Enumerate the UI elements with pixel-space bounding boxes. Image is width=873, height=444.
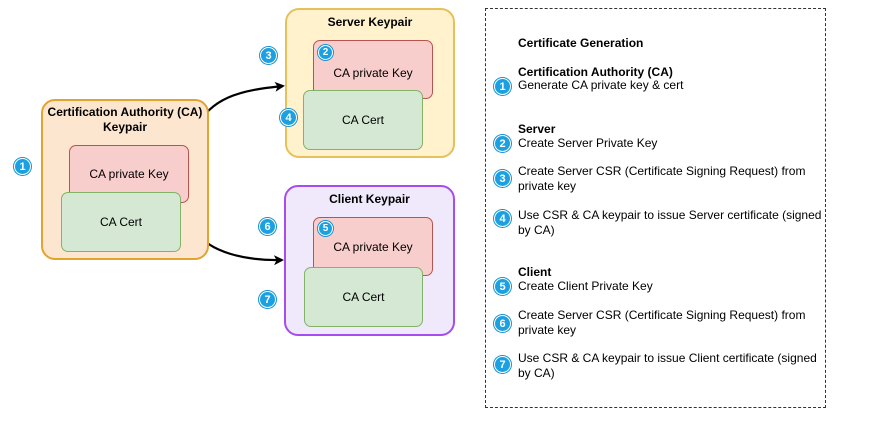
legend-step-5-text: Create Client Private Key: [518, 279, 653, 293]
ca-keypair-title: Certification Authority (CA) Keypair: [41, 105, 209, 135]
legend-step-7-text: Use CSR & CA keypair to issue Client cer…: [518, 351, 823, 381]
legend-step-3-line1: Create Server CSR (Certificate Signing R…: [518, 164, 806, 178]
client-cert-box: CA Cert: [304, 267, 423, 327]
ca-cert-box: CA Cert: [61, 192, 181, 252]
legend-step-3-badge: 3: [494, 170, 511, 187]
legend-step-6-line1: Create Server CSR (Certificate Signing R…: [518, 308, 806, 322]
legend-step-4-badge: 4: [494, 210, 511, 227]
step-5-badge: 5: [318, 221, 333, 236]
client-private-key-label: CA private Key: [333, 239, 413, 254]
legend-step-6-badge: 6: [494, 315, 511, 332]
client-private-key-box: CA private Key: [313, 217, 433, 276]
legend-heading-ca: Certification Authority (CA): [518, 65, 673, 79]
legend-step-7-badge: 7: [494, 356, 511, 373]
ca-keypair-title-line2: Keypair: [102, 120, 148, 134]
server-cert-box: CA Cert: [303, 90, 423, 150]
legend-step-3-text: Create Server CSR (Certificate Signing R…: [518, 164, 818, 194]
step-1-badge: 1: [14, 158, 31, 175]
legend-step-7-line2: by CA): [518, 366, 555, 380]
legend-step-6-line2: private key: [518, 323, 577, 337]
step-7-badge: 7: [259, 291, 276, 308]
ca-keypair-title-line1: Certification Authority (CA): [47, 105, 203, 119]
server-cert-label: CA Cert: [341, 113, 384, 127]
step-3-badge: 3: [260, 47, 277, 64]
legend-step-2-badge: 2: [494, 135, 511, 152]
legend-step-7-line1: Use CSR & CA keypair to issue Client cer…: [518, 351, 817, 365]
legend-step-2-text: Create Server Private Key: [518, 136, 658, 150]
ca-private-key-label: CA private Key: [89, 167, 169, 181]
client-keypair-title: Client Keypair: [329, 192, 410, 206]
legend-step-4-line2: by CA): [518, 223, 555, 237]
legend-step-3-line2: private key: [518, 179, 577, 193]
step-2-badge: 2: [318, 45, 333, 60]
legend-step-5-badge: 5: [494, 278, 511, 295]
legend-heading-server: Server: [518, 122, 556, 136]
legend-heading-client: Client: [518, 265, 552, 279]
legend-step-1-badge: 1: [494, 78, 511, 95]
server-private-key-box: CA private Key: [313, 40, 433, 99]
legend-step-4-text: Use CSR & CA keypair to issue Server cer…: [518, 208, 823, 238]
client-cert-label: CA Cert: [342, 290, 385, 304]
step-4-badge: 4: [280, 109, 297, 126]
step-6-badge: 6: [259, 218, 276, 235]
legend-step-4-line1: Use CSR & CA keypair to issue Server cer…: [518, 208, 822, 222]
server-private-key-label: CA private Key: [333, 65, 413, 80]
legend-panel: [485, 8, 826, 408]
server-keypair-title: Server Keypair: [327, 15, 413, 29]
ca-cert-label: CA Cert: [99, 215, 142, 229]
legend-title: Certificate Generation: [518, 36, 644, 50]
legend-step-1-text: Generate CA private key & cert: [518, 78, 684, 92]
legend-step-6-text: Create Server CSR (Certificate Signing R…: [518, 308, 818, 338]
